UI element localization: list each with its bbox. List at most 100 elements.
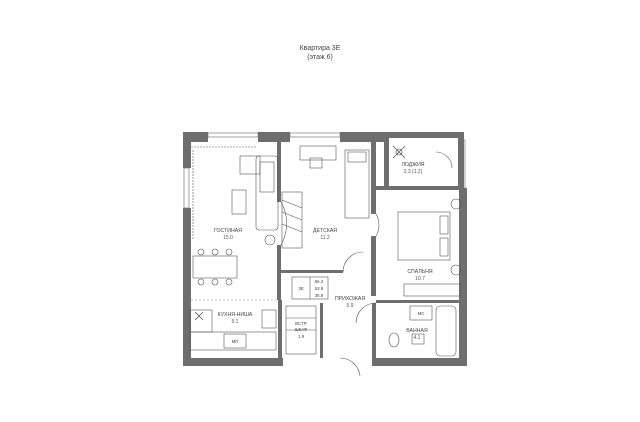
plant-icon: [395, 148, 403, 156]
exterior-walls: [183, 132, 467, 366]
kids-room-area: 11.2: [320, 235, 330, 241]
plan-title: Квартира 3Е (этаж 6): [0, 44, 640, 62]
wardrobe-area: 1.9: [298, 334, 305, 339]
mc-box: [409, 305, 433, 321]
kids-wardrobe: [281, 191, 303, 249]
bathtub: [435, 305, 457, 357]
living-room-label: ГОСТИНАЯ: [214, 228, 242, 234]
loggia-area: 2.3 (1.2): [404, 169, 423, 175]
wall-bedroom-hall: [371, 236, 376, 296]
coffee-table: [231, 189, 247, 215]
wall-top-mid: [258, 132, 290, 142]
area-legend: 3Е 56.2 53.9 36.9: [291, 276, 329, 300]
wall-right: [459, 188, 467, 366]
wall-left-top: [183, 132, 191, 168]
living-room-area: 15.0: [223, 235, 233, 241]
door-swing-bedroom: [375, 213, 380, 237]
kitchen-sink: [261, 309, 277, 329]
wall-bottom-left: [183, 358, 283, 366]
wall-loggia-top: [384, 132, 462, 138]
wall-bedroom-bath: [376, 300, 460, 303]
wall-hall-bath: [372, 303, 376, 359]
nightstand: [450, 198, 462, 210]
wall-kids-bottom: [281, 270, 343, 273]
window-living-side: [183, 167, 190, 209]
door-swing-living: [280, 201, 287, 246]
wall-left: [183, 208, 191, 365]
ac-icon: [194, 311, 204, 321]
furniture: [189, 145, 462, 357]
apartment-title: Квартира 3Е: [299, 45, 341, 52]
mp-tag: МП: [232, 339, 239, 344]
wardrobe-label-1: ВСТР.: [295, 321, 307, 326]
hanger: [281, 223, 303, 233]
door-swing-bath: [355, 302, 377, 324]
hanger: [281, 211, 303, 221]
chair: [225, 278, 233, 286]
armchair: [239, 155, 261, 175]
bath-sink: [411, 333, 425, 345]
double-bed: [397, 211, 451, 261]
window-living: [207, 132, 259, 138]
wall-loggia-right: [458, 132, 464, 190]
wall-living-hall: [277, 245, 281, 300]
chair: [211, 278, 219, 286]
bedroom-wardrobe: [403, 283, 461, 297]
legend-code: 3Е: [298, 286, 303, 291]
legend-total: 56.2: [315, 279, 324, 284]
kitchen-area: 5.1: [232, 319, 239, 325]
wall-bottom-right: [372, 358, 466, 366]
mp-box: [223, 333, 247, 349]
wall-top-right: [340, 132, 388, 142]
wall-kitchen-wardrobe: [278, 300, 282, 360]
chair: [197, 248, 205, 256]
wall-top-left: [183, 132, 208, 142]
desk-chair: [309, 157, 323, 169]
chair: [197, 278, 205, 286]
bath-area: 4.1: [414, 335, 421, 341]
bath-label: ВАННАЯ: [406, 328, 428, 334]
loggia-plant: [392, 145, 406, 159]
kids-bed: [344, 149, 370, 219]
loggia-label: ЛОДЖИЯ: [401, 162, 424, 168]
hall-area: 5.9: [347, 303, 354, 309]
doors: [280, 151, 453, 377]
ac-line: [194, 311, 204, 321]
chair: [211, 248, 219, 256]
room-labels: ГОСТИНАЯ 15.0 ДЕТСКАЯ 11.2 ЛОДЖИЯ 2.3 (1…: [214, 162, 433, 344]
window-kids: [289, 132, 341, 138]
sofa-cushion: [259, 161, 275, 193]
bed-pillow: [439, 215, 449, 235]
kitchen-label: КУХНЯ-НИША: [218, 312, 253, 318]
interior-walls: [277, 142, 460, 360]
bedroom-label: СПАЛЬНЯ: [407, 269, 433, 275]
toilet: [388, 332, 400, 348]
wall-bedroom-loggia: [376, 186, 460, 190]
nightstand: [450, 264, 462, 276]
dining-table: [192, 255, 238, 279]
wardrobe-label-2: ШКАФ: [295, 327, 308, 332]
wall-wardrobe-hall: [320, 303, 323, 358]
wall-kids-bedroom: [371, 142, 376, 214]
bedroom-area: 10.7: [415, 276, 425, 282]
stove: [189, 309, 213, 333]
hanger: [281, 199, 303, 209]
floor-subtitle: (этаж 6): [307, 54, 333, 61]
legend-living: 53.9: [315, 286, 324, 291]
chair: [225, 248, 233, 256]
mc-tag: МС: [418, 311, 425, 316]
sofa: [255, 155, 279, 231]
door-swing-loggia: [435, 151, 453, 169]
door-swing-entrance: [339, 357, 361, 377]
hall-label: ПРИХОЖАЯ: [335, 296, 365, 302]
counter: [189, 331, 277, 351]
door-swing-kids: [342, 251, 364, 273]
kids-pillow: [347, 151, 367, 163]
wall-living-kids: [277, 142, 281, 202]
legend-usable: 36.9: [315, 293, 324, 298]
desk: [299, 145, 337, 161]
plant-leaf: [392, 145, 406, 159]
plant: [264, 234, 276, 246]
bed-pillow: [439, 237, 449, 257]
